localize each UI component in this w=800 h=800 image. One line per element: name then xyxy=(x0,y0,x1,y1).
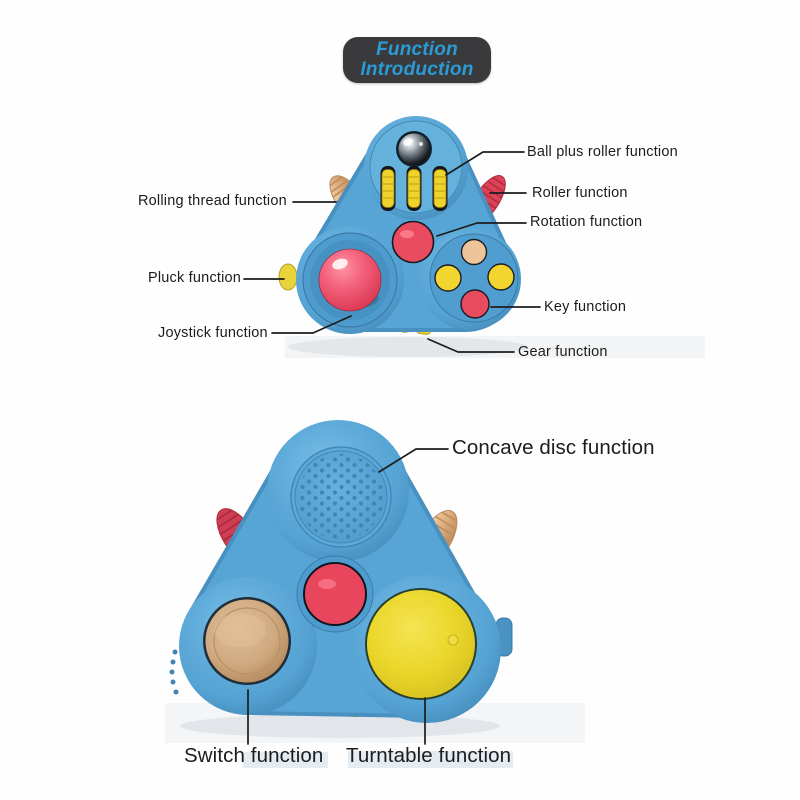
back-center-button xyxy=(296,555,374,633)
leader-gear xyxy=(427,338,515,353)
leader-concave-disc xyxy=(378,448,449,473)
title-badge: Function Introduction xyxy=(343,37,491,83)
label-key: Key function xyxy=(544,299,627,315)
label-concave-disc: Concave disc function xyxy=(452,436,655,459)
key-buttons xyxy=(429,233,519,323)
metal-ball xyxy=(398,133,430,165)
front-shadow xyxy=(288,337,528,357)
fidget-pad-front xyxy=(278,116,705,358)
roller-slots xyxy=(380,166,448,211)
switch-disc xyxy=(203,597,291,685)
leader-ball-plus-roller xyxy=(445,151,525,176)
title-line-1: Function xyxy=(376,39,458,60)
joystick-ball xyxy=(302,232,398,328)
concave-disc xyxy=(290,446,392,548)
label-ball-plus-roller: Ball plus roller function xyxy=(527,144,678,160)
switch-label-highlight xyxy=(243,752,328,768)
leader-joystick xyxy=(271,315,352,334)
label-switch: Switch function xyxy=(184,744,324,767)
label-rolling-thread: Rolling thread function xyxy=(138,193,287,209)
label-gear: Gear function xyxy=(518,344,608,360)
leader-lines xyxy=(243,151,541,745)
label-rotation: Rotation function xyxy=(530,214,643,230)
label-turntable: Turntable function xyxy=(346,744,512,767)
back-edge-bumps xyxy=(169,649,179,695)
fidget-pad-back xyxy=(165,420,585,743)
leader-rotation xyxy=(436,222,527,237)
pluck-lever xyxy=(278,263,298,291)
turntable-disc xyxy=(365,588,477,700)
label-joystick: Joystick function xyxy=(158,325,268,341)
title-line-2: Introduction xyxy=(360,59,474,80)
label-roller: Roller function xyxy=(532,185,628,201)
turntable-label-highlight xyxy=(348,751,513,768)
label-pluck: Pluck function xyxy=(148,270,242,286)
rotation-button xyxy=(391,220,435,264)
